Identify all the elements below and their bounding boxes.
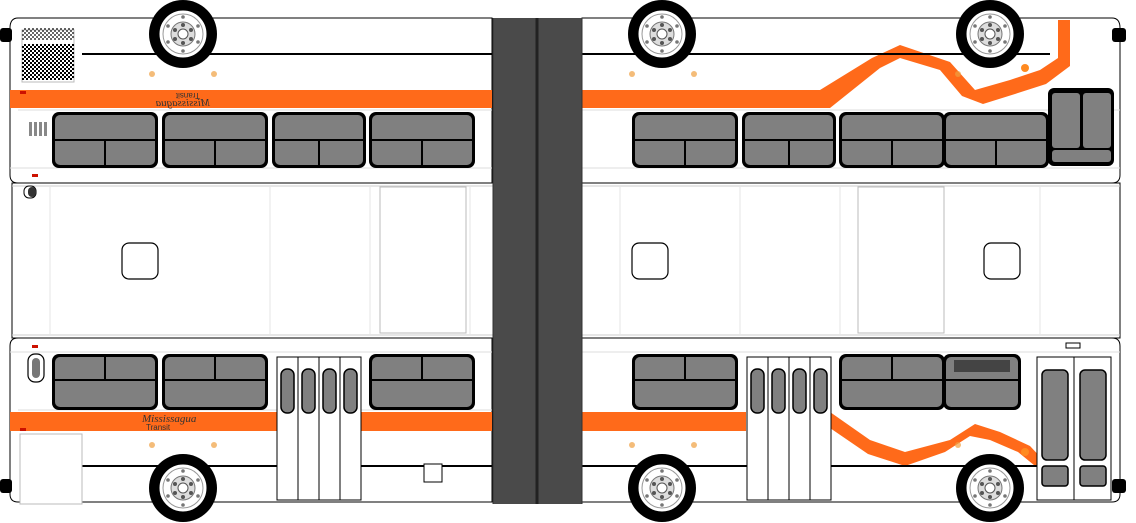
roof-ac-unit-rear xyxy=(857,186,945,334)
door-icon xyxy=(746,356,832,501)
window-icon xyxy=(51,353,159,411)
front-bumper xyxy=(19,433,83,505)
window-icon xyxy=(838,353,946,411)
window-icon xyxy=(631,111,739,169)
operator-name: Mississagua xyxy=(155,97,211,109)
rear-window-icon xyxy=(1048,88,1114,166)
rear-door-icon xyxy=(1036,342,1112,501)
window-icon xyxy=(943,354,1021,410)
window-icon xyxy=(942,111,1050,169)
bus-side-bottom: Mississagua Transit xyxy=(0,337,1126,523)
wheel-icon xyxy=(148,0,218,69)
livery-stripe xyxy=(582,20,1070,108)
mirror-icon xyxy=(23,185,37,199)
wheel-icon xyxy=(148,453,218,523)
roof-hatch-icon xyxy=(121,242,159,280)
mirror-icon xyxy=(1112,479,1126,493)
window-icon xyxy=(368,353,476,411)
mirror-icon xyxy=(0,479,12,493)
wheel-icon xyxy=(955,453,1025,523)
vent-grille-icon xyxy=(29,122,47,136)
livery-stripe xyxy=(830,412,1058,490)
livery-stripe xyxy=(10,90,492,108)
mirror-icon xyxy=(1112,28,1126,42)
livery-stripe xyxy=(10,412,492,431)
indicator-light xyxy=(20,91,26,94)
window-icon xyxy=(741,111,837,169)
operator-label-mirrored: Mississagua Transit xyxy=(155,91,211,109)
indicator-light xyxy=(32,345,38,348)
door-icon xyxy=(276,356,362,501)
bus-side-top: Mississagua Transit xyxy=(0,0,1126,184)
operator-sub: Transit xyxy=(175,91,200,100)
operator-sub: Transit xyxy=(146,423,171,432)
roof-hatch-icon xyxy=(631,242,669,280)
window-icon xyxy=(51,111,159,169)
wheel-icon xyxy=(627,453,697,523)
mirror-icon xyxy=(0,28,12,42)
wheel-icon xyxy=(955,0,1025,69)
fuel-cap xyxy=(423,463,443,483)
roof-ac-unit-front xyxy=(379,186,467,334)
window-icon xyxy=(631,353,739,411)
window-icon xyxy=(271,111,367,169)
window-icon xyxy=(161,353,269,411)
wheel-icon xyxy=(627,0,697,69)
window-icon xyxy=(838,111,946,169)
livery-stripe xyxy=(582,412,746,431)
operator-name: Mississagua xyxy=(141,413,197,425)
roof-hatch-icon xyxy=(983,242,1021,280)
indicator-light xyxy=(32,174,38,177)
articulation-bellows xyxy=(492,18,583,504)
window-icon xyxy=(161,111,269,169)
indicator-light xyxy=(20,428,26,431)
window-icon xyxy=(368,111,476,169)
front-destination-sign xyxy=(21,28,75,83)
